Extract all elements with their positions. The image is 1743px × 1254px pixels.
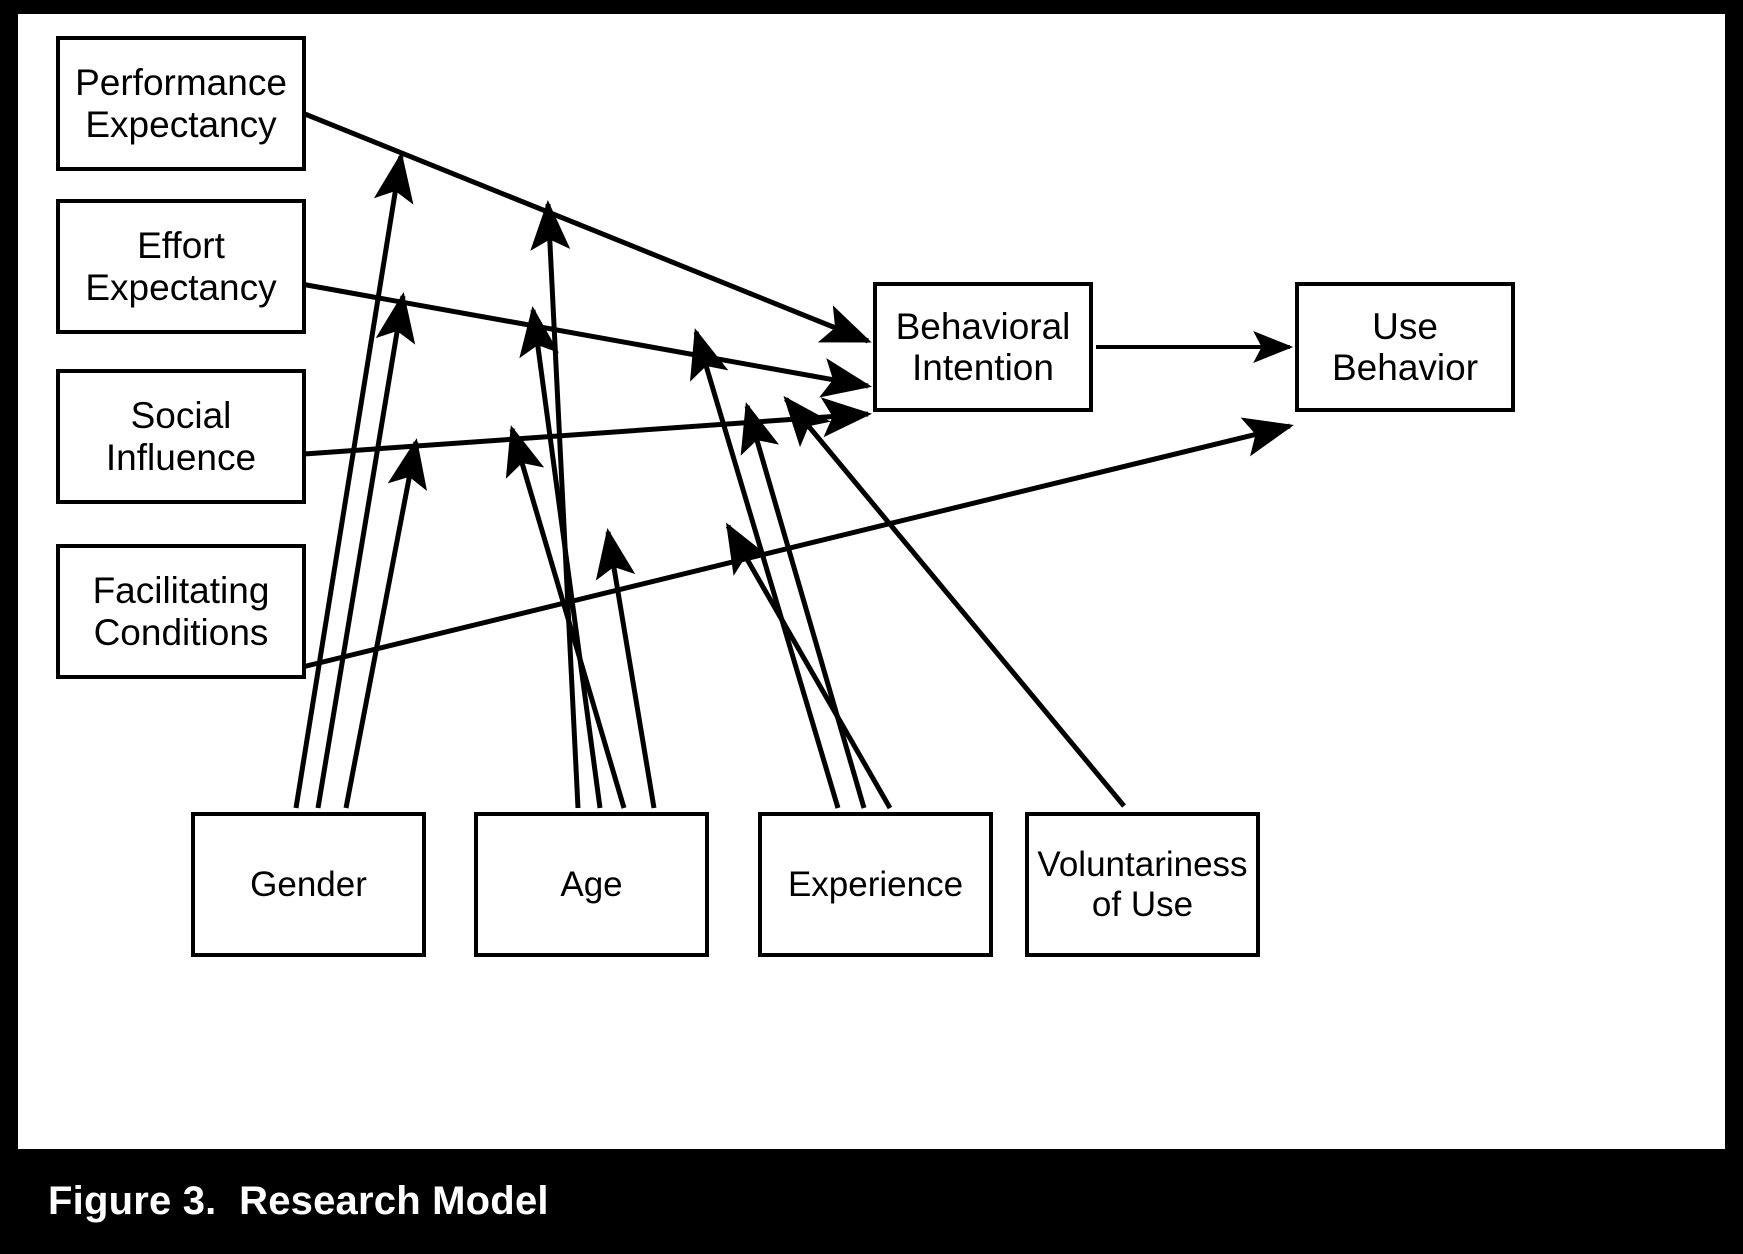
node-label: Social Influence — [105, 395, 257, 478]
arrow-gender-to-social-influence-path — [343, 438, 428, 809]
node-label: Performance Expectancy — [75, 62, 287, 145]
node-label: Effort Expectancy — [85, 225, 277, 308]
arrow-gender-to-effort-expectancy-path — [315, 292, 416, 809]
node-label: Facilitating Conditions — [92, 570, 270, 653]
node-social-influence[interactable]: Social Influence — [56, 369, 306, 504]
arrow-gender-to-performance-expectancy-path — [293, 152, 414, 809]
arrow-age-to-facilitating-conditions-path — [595, 528, 657, 809]
arrow-age-to-performance-expectancy-path — [530, 200, 581, 809]
arrow-experience-to-facilitating-conditions-path — [725, 522, 893, 810]
connector-layer — [289, 105, 1294, 810]
node-label: Age — [560, 864, 623, 904]
node-use-behavior[interactable]: Use Behavior — [1295, 282, 1515, 412]
arrow-experience-to-social-influence-path — [740, 402, 867, 809]
node-label: Gender — [250, 864, 367, 904]
figure-caption: Figure 3. Research Model — [48, 1179, 549, 1223]
node-performance-expectancy[interactable]: Performance Expectancy — [56, 36, 306, 171]
diagram-canvas: Performance Expectancy Effort Expectancy… — [18, 14, 1725, 1149]
arrow-age-to-social-influence-path — [505, 425, 627, 809]
node-label: Behavioral Intention — [895, 305, 1071, 388]
node-facilitating-conditions[interactable]: Facilitating Conditions — [56, 544, 306, 679]
arrow-voluntariness-of-use-to-social-influence-path — [783, 395, 1126, 808]
node-experience[interactable]: Experience — [758, 812, 993, 957]
node-voluntariness-of-use[interactable]: Voluntariness of Use — [1025, 812, 1260, 957]
node-age[interactable]: Age — [474, 812, 709, 957]
arrow-performance-expectancy-to-behavioral-intention — [289, 105, 872, 344]
node-effort-expectancy[interactable]: Effort Expectancy — [56, 199, 306, 334]
figure-caption-bar: Figure 3. Research Model — [0, 1149, 1743, 1254]
node-label: Voluntariness of Use — [1037, 845, 1248, 924]
node-gender[interactable]: Gender — [191, 812, 426, 957]
arrow-age-to-effort-expectancy-path — [519, 306, 603, 809]
node-label: Experience — [787, 864, 964, 904]
arrow-experience-to-effort-expectancy-path — [689, 328, 841, 809]
node-behavioral-intention[interactable]: Behavioral Intention — [873, 282, 1093, 412]
node-label: Use Behavior — [1331, 305, 1479, 388]
